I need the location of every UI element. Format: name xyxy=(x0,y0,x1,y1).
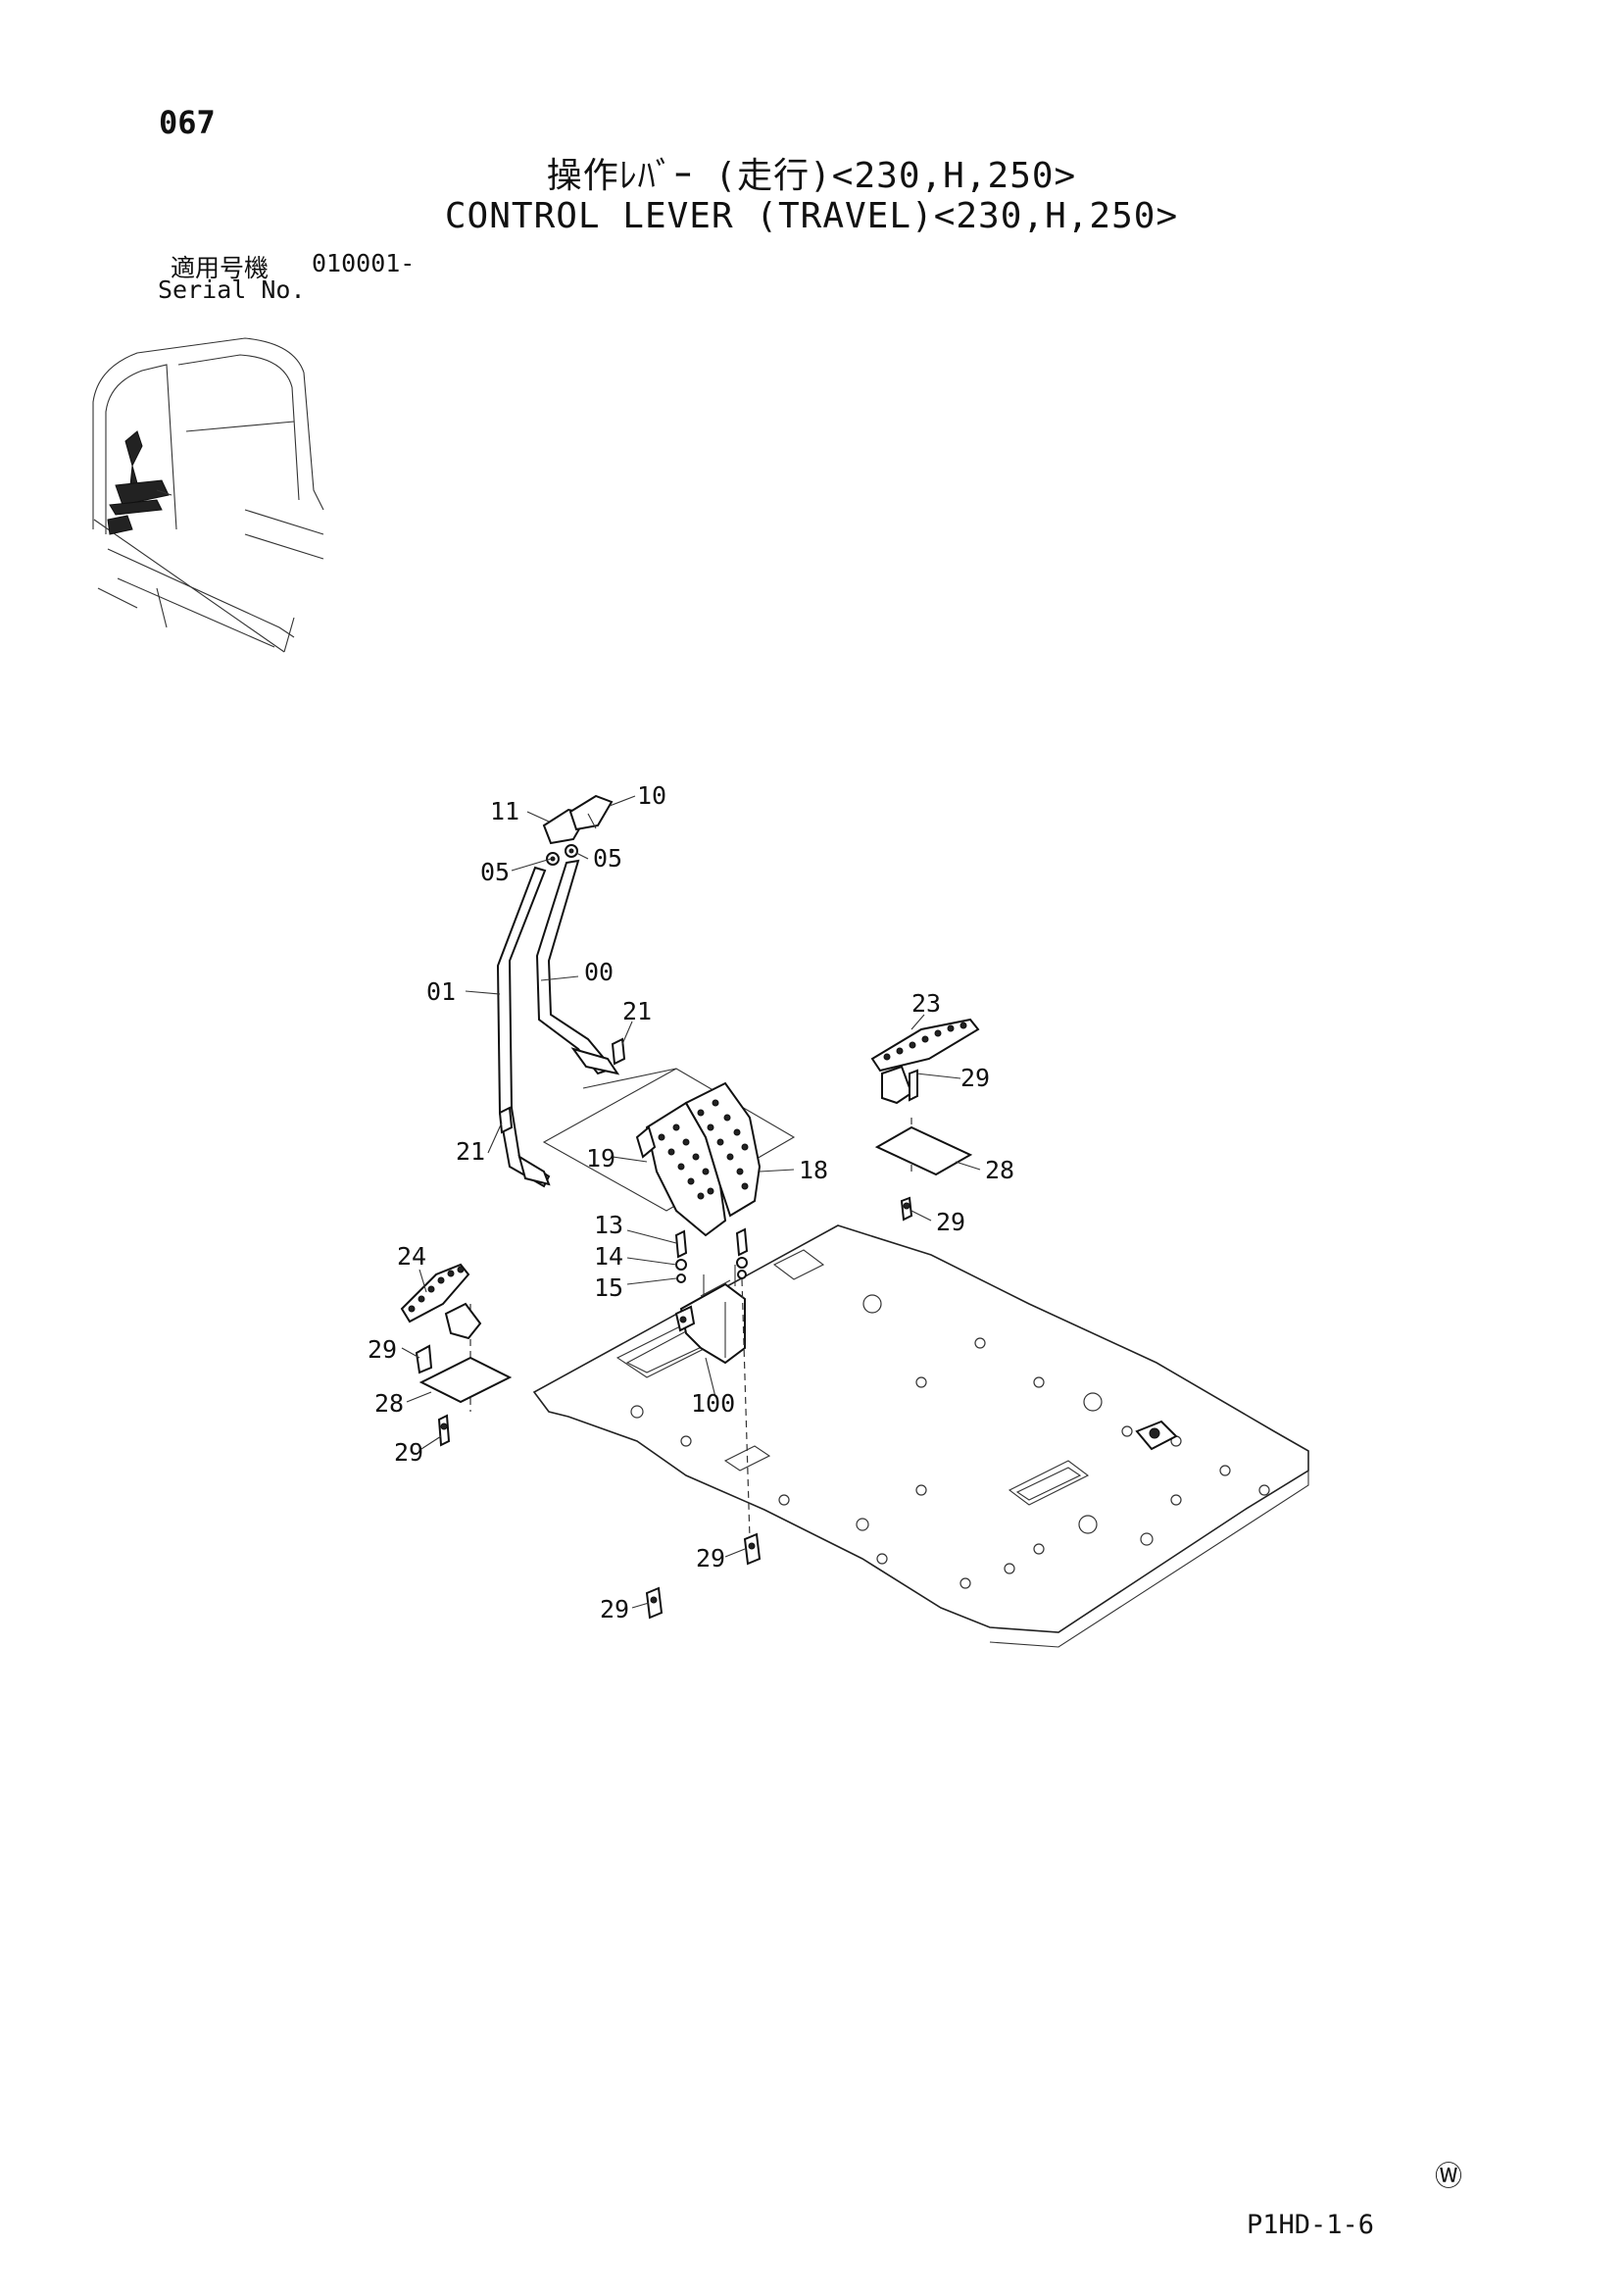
lever-rods xyxy=(496,859,620,1188)
callout-100: 100 xyxy=(691,1389,735,1418)
callout-29-left-upper: 29 xyxy=(368,1335,397,1364)
callout-29-floor: 29 xyxy=(696,1544,725,1572)
callout-00: 00 xyxy=(584,958,614,986)
page-number: 067 xyxy=(159,104,216,141)
cab-outline xyxy=(92,337,324,653)
callout-29-right-lower: 29 xyxy=(936,1208,965,1236)
drawing-code: P1HD-1-6 xyxy=(1247,2210,1375,2240)
callout-23: 23 xyxy=(911,989,941,1018)
callout-13: 13 xyxy=(594,1211,623,1239)
callout-29-bottom: 29 xyxy=(600,1595,629,1623)
callout-11: 11 xyxy=(490,797,519,825)
callout-05-right: 05 xyxy=(593,844,622,873)
callout-15: 15 xyxy=(594,1273,623,1302)
callout-29-left-lower: 29 xyxy=(394,1438,423,1467)
callout-21-upper: 21 xyxy=(622,997,652,1025)
callout-21-lower: 21 xyxy=(456,1137,485,1166)
left-pedal-assembly xyxy=(400,1263,513,1447)
w-mark-icon: Ⓦ xyxy=(1435,2160,1463,2192)
callout-18: 18 xyxy=(799,1156,828,1184)
callout-labels: 11 10 05 05 00 01 21 21 23 29 28 29 19 1… xyxy=(368,781,1014,1623)
serial-label-japanese: 適用号機 xyxy=(171,254,270,282)
right-pedal-assembly xyxy=(870,1018,980,1222)
title-japanese: 操作ﾚﾊﾞｰ (走行)<230,H,250> xyxy=(546,156,1077,196)
pedal-mount-outline xyxy=(542,1068,796,1212)
callout-29-right-upper: 29 xyxy=(960,1064,990,1092)
serial-label-english: Serial No. xyxy=(158,275,306,304)
callout-28-right: 28 xyxy=(985,1156,1014,1184)
callout-28-left: 28 xyxy=(374,1389,404,1418)
callout-14: 14 xyxy=(594,1242,623,1271)
lever-grips xyxy=(542,794,614,866)
pedal-valve xyxy=(674,1227,749,1365)
callout-19: 19 xyxy=(586,1144,615,1173)
serial-code: 010001- xyxy=(312,249,416,277)
leader-lines xyxy=(401,795,981,1609)
travel-pedals xyxy=(635,1081,762,1237)
floor-bolts xyxy=(498,1037,762,1620)
title-english: CONTROL LEVER (TRAVEL)<230,H,250> xyxy=(444,196,1179,236)
callout-05-left: 05 xyxy=(480,858,510,886)
callout-10: 10 xyxy=(637,781,666,810)
cab-lever-highlight xyxy=(107,430,172,535)
callout-01: 01 xyxy=(426,977,456,1006)
callout-24: 24 xyxy=(397,1242,426,1271)
floor-plate xyxy=(532,1224,1309,1648)
bolt-path xyxy=(741,1278,751,1540)
